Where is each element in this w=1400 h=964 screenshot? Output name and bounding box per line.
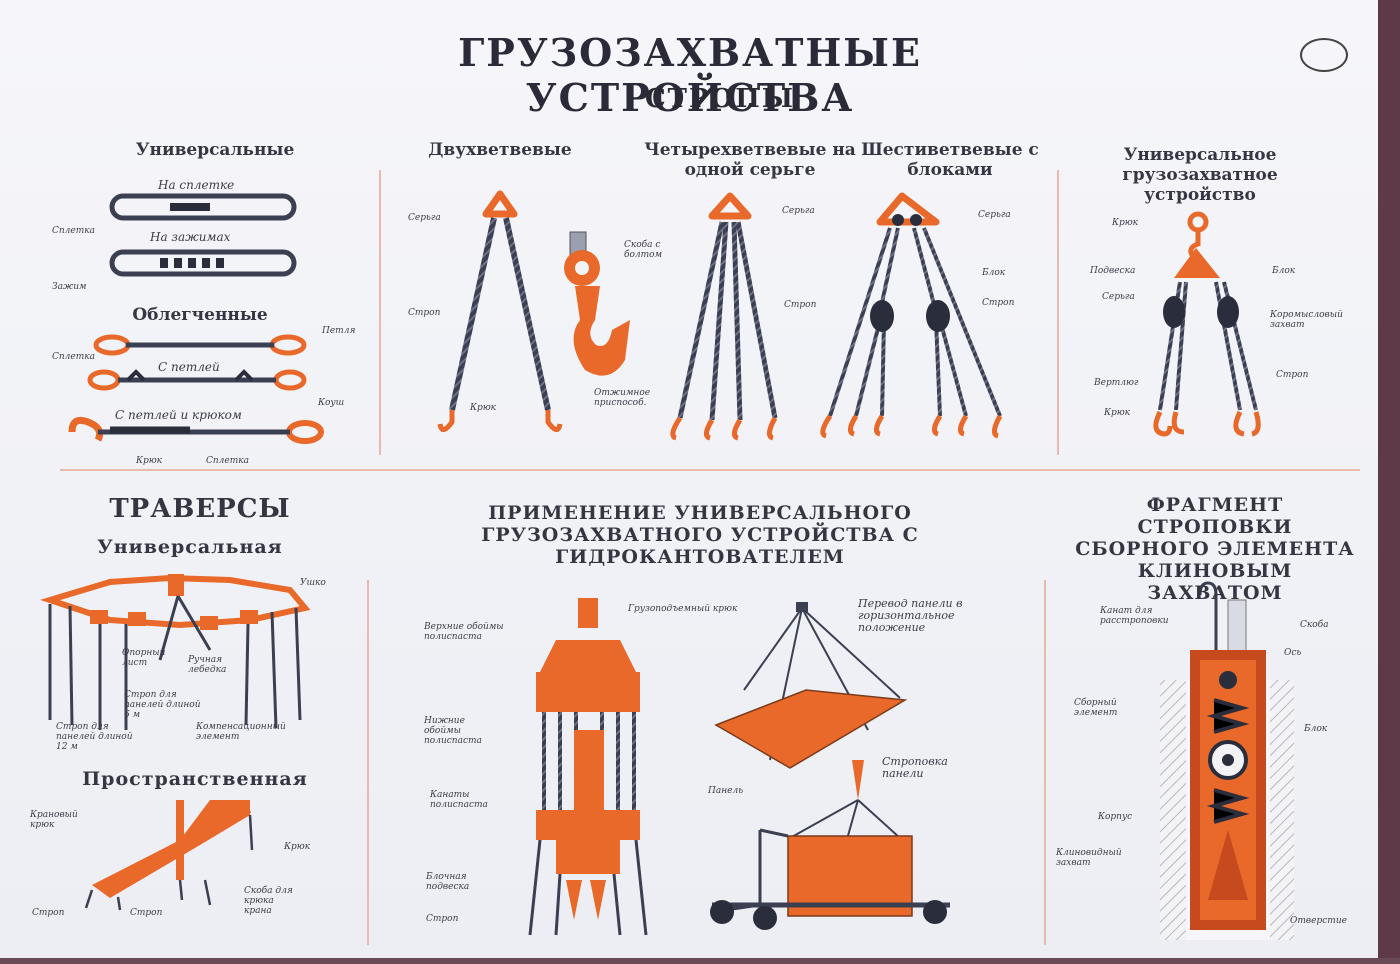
label-frag-axis: Ось xyxy=(1284,648,1302,658)
label-light-splice-2: Сплетка xyxy=(206,456,250,466)
label-trav-winch: Ручная лебедка xyxy=(188,655,227,675)
four-branch-strop xyxy=(670,192,778,441)
label-trav-rope-12: Строп для панелей длиной 12 м xyxy=(56,722,133,752)
spatial-traverse xyxy=(84,800,254,911)
label-trav-rope-b: Строп xyxy=(130,908,163,918)
heading-light: Облегченные xyxy=(132,305,268,325)
universal-traverse xyxy=(40,574,311,730)
label-device-suspension: Подвеска xyxy=(1090,266,1136,276)
label-trav-bracket: Скоба для крюка крана xyxy=(244,886,293,916)
label-frag-block: Блок xyxy=(1304,724,1328,734)
label-device-block: Блок xyxy=(1272,266,1296,276)
label-device-ring: Серьга xyxy=(1102,292,1135,302)
page-subtitle: СТРОПЫ xyxy=(644,84,796,114)
hook-detail xyxy=(564,231,630,376)
label-four-ring: Серьга xyxy=(782,206,815,216)
heading-travers: ТРАВЕРСЫ xyxy=(109,494,291,524)
label-trav-eye: Ушко xyxy=(300,578,326,588)
label-frag-release-rope: Канат для расстроповки xyxy=(1100,606,1169,626)
heading-two-branch: Двухветвевые xyxy=(428,140,572,160)
label-trav-compensator: Компенсационный элемент xyxy=(196,722,286,742)
heading-universal: Универсальные xyxy=(135,140,295,160)
label-two-rope: Строп xyxy=(408,308,441,318)
light-strop-loop-hook xyxy=(68,416,324,444)
universal-strop-splice xyxy=(109,193,297,221)
label-two-hook: Крюк xyxy=(470,403,497,413)
label-two-ring: Серьга xyxy=(408,213,441,223)
hydro-tilter-device xyxy=(528,598,648,936)
label-six-ring: Серьга xyxy=(978,210,1011,220)
heading-four-branch: Четырехветвевые на одной серьге xyxy=(644,140,856,180)
heading-universal-device: Универсальное грузозахватное устройство xyxy=(1122,145,1278,205)
label-trav-support: Опорный лист xyxy=(122,648,166,668)
heading-travers-universal: Универсальная xyxy=(97,536,283,558)
label-frag-body: Корпус xyxy=(1098,812,1133,822)
section-dividers xyxy=(60,170,1360,945)
label-device-hook-2: Крюк xyxy=(1104,408,1131,418)
label-frag-hole: Отверстие xyxy=(1290,916,1347,926)
label-four-rope: Строп xyxy=(784,300,817,310)
label-device-hook: Крюк xyxy=(1112,218,1139,228)
heading-fragment: ФРАГМЕНТ СТРОПОВКИ СБОРНОГО ЭЛЕМЕНТА КЛИ… xyxy=(1075,494,1355,604)
panel-slinging-cart xyxy=(710,760,950,930)
publisher-mark xyxy=(1300,38,1348,72)
label-with-loop: С петлей xyxy=(158,360,220,374)
label-trav-rope-6: Строп для панелей длиной 6 м xyxy=(124,690,201,720)
label-app-rope: Строп xyxy=(426,914,459,924)
universal-lifting-device xyxy=(1153,211,1261,437)
label-trav-crane-hook: Крановый крюк xyxy=(30,810,78,830)
label-bracket-bolt: Скоба с болтом xyxy=(624,240,663,260)
label-six-rope: Строп xyxy=(982,298,1015,308)
label-frag-bracket: Скоба xyxy=(1300,620,1329,630)
heading-six-branch: Шестиветвевые с блоками xyxy=(861,140,1039,180)
poster-edge-bottom xyxy=(0,958,1400,964)
universal-strop-clamps xyxy=(109,249,297,277)
heading-application: ПРИМЕНЕНИЕ УНИВЕРСАЛЬНОГО ГРУЗОЗАХВАТНОГ… xyxy=(481,502,919,568)
light-strop-with-loop xyxy=(87,369,307,391)
heading-travers-spatial: Пространственная xyxy=(82,768,308,790)
panel-horizontal xyxy=(714,602,908,769)
label-clamp: Зажим xyxy=(52,282,87,292)
wedge-grip-fragment xyxy=(1160,581,1294,940)
two-branch-strop xyxy=(437,190,563,432)
label-device-grip: Коромысловый захват xyxy=(1270,310,1343,330)
label-light-hook: Крюк xyxy=(136,456,163,466)
label-light-splice: Сплетка xyxy=(52,352,96,362)
label-splice: Сплетка xyxy=(52,226,96,236)
label-frag-element: Сборный элемент xyxy=(1074,698,1118,718)
label-app-suspension: Блочная подвеска xyxy=(426,872,470,892)
label-six-block: Блок xyxy=(982,268,1006,278)
label-frag-wedge: Клиновидный захват xyxy=(1056,848,1122,868)
label-device-swivel: Вертлюг xyxy=(1094,378,1139,388)
label-trav-rope-a: Строп xyxy=(32,908,65,918)
label-device-rope: Строп xyxy=(1276,370,1309,380)
light-strop-loop xyxy=(93,334,307,356)
label-app-top-blocks: Верхние обоймы полиспаста xyxy=(424,622,504,642)
label-app-crane-hook: Грузоподъемный крюк xyxy=(628,604,738,614)
label-on-clamps: На зажимах xyxy=(150,230,231,244)
label-with-loop-hook: С петлей и крюком xyxy=(115,408,242,422)
label-thimble: Коуш xyxy=(318,398,345,408)
label-app-move-panel: Перевод панели в горизонтальное положени… xyxy=(858,597,963,634)
label-app-panel: Панель xyxy=(708,786,744,796)
poster-edge-right xyxy=(1378,0,1400,964)
label-trav-hook: Крюк xyxy=(284,842,311,852)
label-loop: Петля xyxy=(322,326,356,336)
label-on-splice: На сплетке xyxy=(158,178,235,192)
page-title: ГРУЗОЗАХВАТНЫЕ УСТРОЙСТВА xyxy=(458,30,922,120)
label-release-device: Отжимное приспособ. xyxy=(594,388,651,408)
label-app-slinging: Строповка панели xyxy=(882,755,948,780)
six-branch-strop xyxy=(820,192,1003,439)
label-app-low-blocks: Нижние обоймы полиспаста xyxy=(424,716,482,746)
label-app-ropes: Канаты полиспаста xyxy=(430,790,488,810)
